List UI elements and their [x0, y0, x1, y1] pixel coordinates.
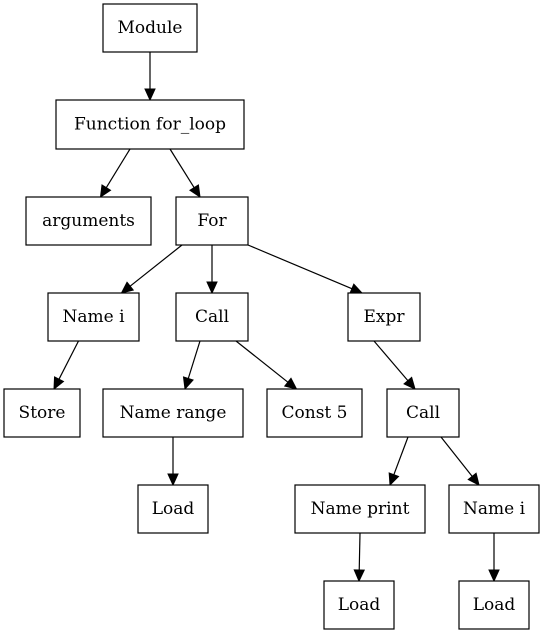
node-box [3, 388, 81, 438]
edge-for-to-call_range [206, 245, 218, 295]
edge-line [373, 340, 409, 382]
arrowhead [488, 569, 500, 583]
edge-name_range-to-load_range [167, 437, 179, 487]
node-label: Name print [311, 499, 410, 519]
edge-line [187, 340, 201, 379]
node-label: Expr [363, 307, 405, 327]
edge-name_print-to-load_print [353, 532, 366, 583]
node-label: arguments [42, 211, 135, 231]
node-call-print: Call [386, 388, 460, 438]
node-name-i-target: Name i [47, 292, 140, 342]
node-label: Function for_loop [74, 115, 226, 135]
node-arguments: arguments [25, 196, 152, 246]
node-label: Call [195, 307, 229, 327]
edge-expr-to-call_print [373, 340, 416, 390]
node-box [347, 292, 421, 342]
node-load-i: Load [458, 580, 530, 630]
arrowhead [120, 281, 135, 294]
node-load-print: Load [323, 580, 395, 630]
edge-call_print-to-name_print [388, 436, 409, 487]
node-box [175, 196, 249, 246]
edge-line [105, 148, 131, 188]
edge-name_i_target-to-store [53, 340, 80, 391]
edge-line [235, 340, 289, 383]
node-box [175, 292, 249, 342]
node-box [102, 3, 198, 53]
node-box [294, 484, 426, 534]
node-for: For [175, 196, 249, 246]
node-expr: Expr [347, 292, 421, 342]
edge-module-to-function [144, 52, 156, 102]
arrowhead [388, 472, 400, 487]
node-box [458, 580, 530, 630]
edge-line [393, 436, 409, 475]
node-box [25, 196, 152, 246]
node-label: Call [406, 403, 440, 423]
edge-line [169, 148, 195, 188]
node-box [448, 484, 540, 534]
edge-for-to-expr [247, 244, 364, 294]
node-box [137, 484, 209, 534]
node-function: Function for_loop [55, 99, 245, 150]
node-label: Name i [62, 307, 125, 327]
edge-function-to-for [169, 148, 201, 199]
arrowhead [206, 281, 218, 295]
node-label: Load [473, 595, 516, 615]
arrowhead [403, 376, 416, 390]
arrowhead [189, 184, 201, 199]
edge-line [247, 244, 353, 290]
arrowhead [144, 88, 156, 102]
node-label: Module [118, 18, 183, 38]
arrowhead [99, 184, 112, 199]
node-label: Load [338, 595, 381, 615]
node-box [102, 388, 244, 438]
edge-call_print-to-name_i_arg [440, 436, 480, 486]
node-box [47, 292, 140, 342]
edge-for-to-name_i_target [120, 244, 183, 294]
node-label: Const 5 [282, 403, 348, 423]
node-store: Store [3, 388, 81, 438]
node-module: Module [102, 3, 198, 53]
arrowhead [353, 569, 366, 583]
arrowhead [182, 376, 194, 391]
node-name-range: Name range [102, 388, 244, 438]
node-box [323, 580, 395, 630]
arrowhead [53, 376, 65, 391]
arrowhead [467, 472, 480, 486]
arrowhead [349, 283, 364, 294]
edge-name_i_arg-to-load_i [488, 533, 500, 583]
node-call-range: Call [175, 292, 249, 342]
node-label: Name i [463, 499, 526, 519]
arrowhead [167, 473, 179, 487]
node-const-5: Const 5 [266, 388, 363, 438]
edge-call_range-to-const_5 [235, 340, 298, 390]
edge-line [58, 340, 80, 380]
node-name-i-arg: Name i [448, 484, 540, 534]
node-load-range: Load [137, 484, 209, 534]
node-box [386, 388, 460, 438]
edge-call_range-to-name_range [182, 340, 201, 391]
node-label: Store [19, 403, 66, 423]
node-label: Name range [120, 403, 227, 423]
node-box [266, 388, 363, 438]
edges [53, 52, 500, 583]
node-label: Load [152, 499, 195, 519]
edge-line [358, 532, 361, 571]
node-label: For [197, 211, 227, 231]
node-box [55, 99, 245, 150]
node-name-print: Name print [294, 484, 426, 534]
edge-line [440, 436, 473, 477]
arrowhead [283, 377, 298, 390]
edge-function-to-arguments [99, 148, 131, 199]
edge-line [129, 244, 183, 287]
